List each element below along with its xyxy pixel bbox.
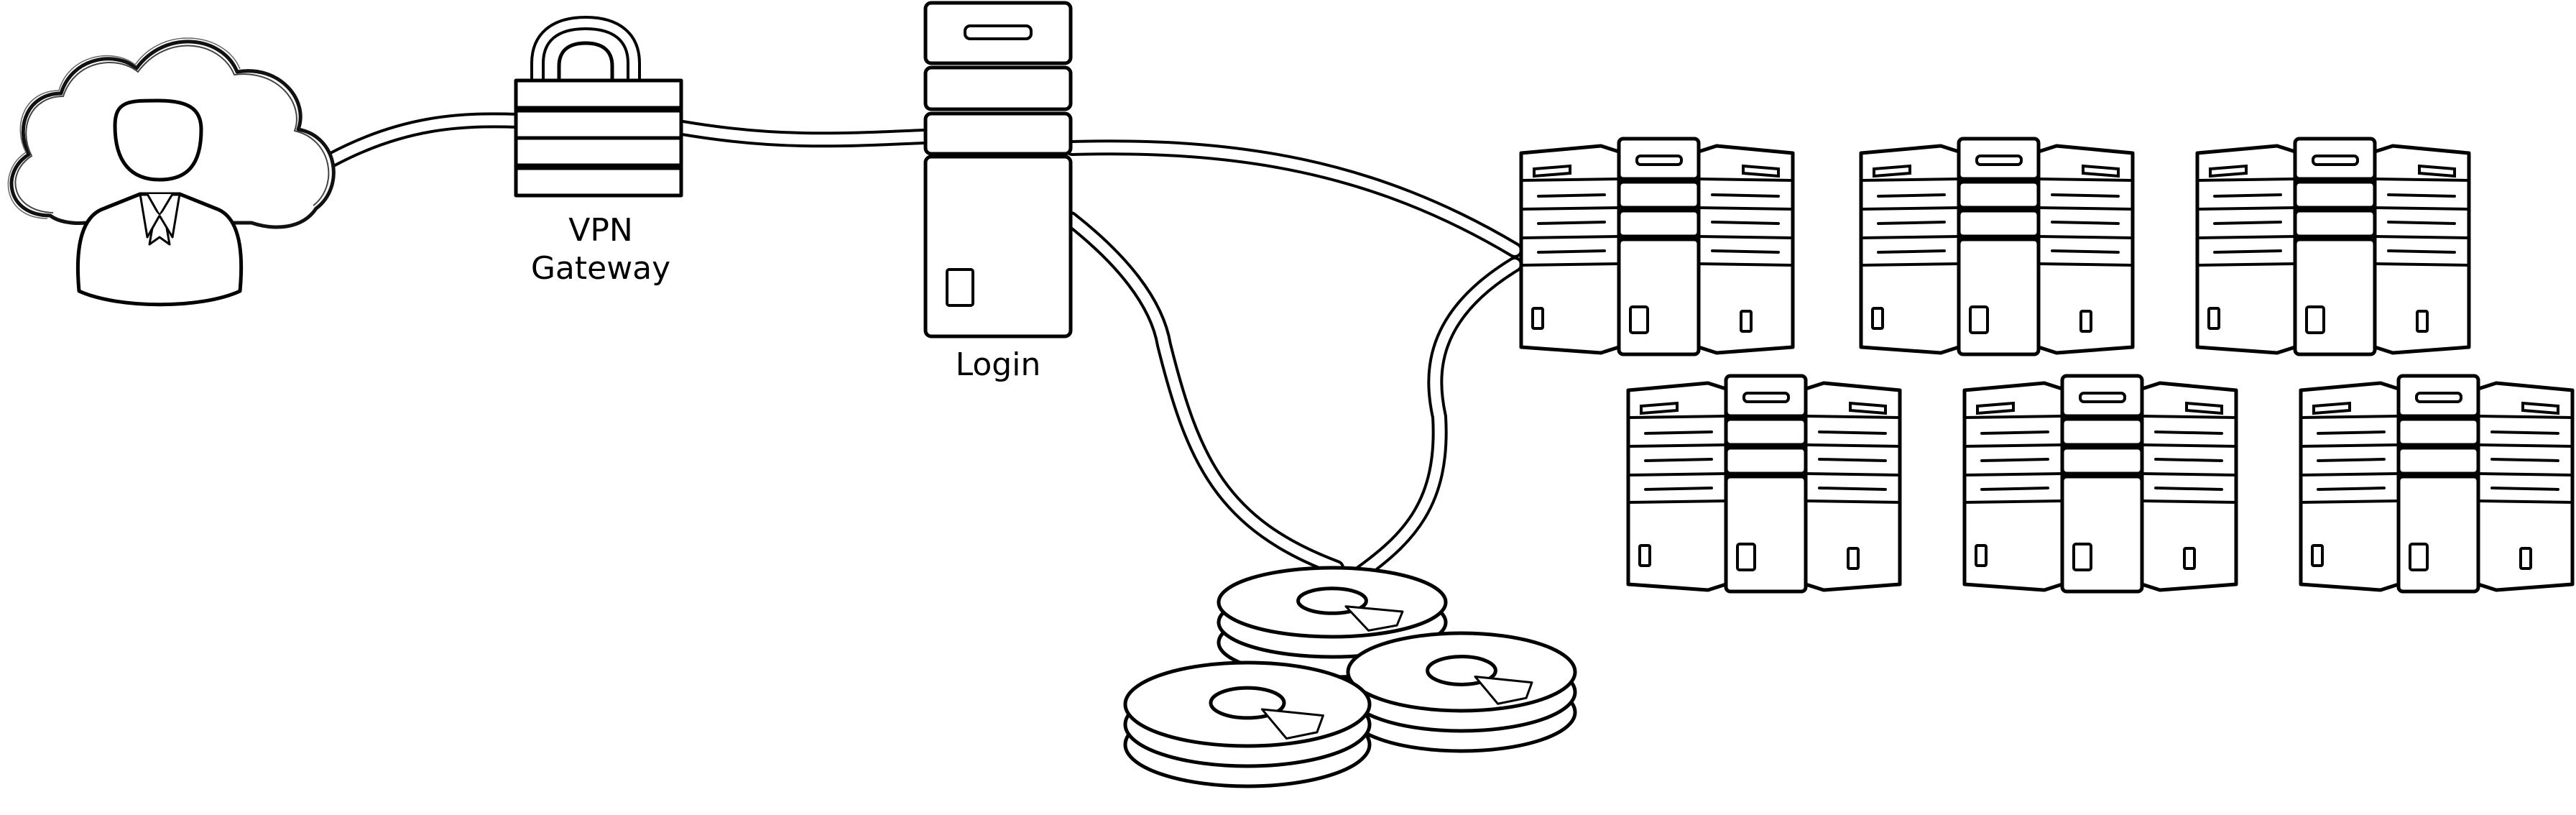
cable-vpn-to-login — [675, 120, 931, 148]
server-rack-icon — [1626, 374, 1902, 594]
cable-login-to-storage — [1063, 211, 1344, 576]
disk-stack-icon — [1123, 660, 1372, 788]
padlock-firewall-icon — [514, 15, 683, 198]
user-icon — [75, 98, 244, 307]
server-rack-icon — [1859, 137, 2135, 356]
vpn-gateway-node: VPN Gateway — [514, 15, 683, 287]
cable-cluster-to-storage — [1350, 257, 1523, 583]
cable-login-to-cluster — [1064, 139, 1523, 258]
disk-stack-icon — [1346, 631, 1577, 753]
server-tower-icon — [923, 1, 1073, 339]
storage-node — [1123, 566, 1577, 788]
cable-user-to-vpn — [324, 112, 527, 167]
vpn-gateway-label-line2: Gateway — [531, 250, 670, 287]
user-node — [7, 37, 336, 307]
login-node: Login — [923, 1, 1073, 383]
server-rack-icon — [1519, 137, 1795, 356]
server-rack-icon — [2195, 137, 2471, 356]
login-label: Login — [956, 346, 1041, 383]
server-rack-icon — [2299, 374, 2575, 594]
compute-cluster — [1519, 137, 2575, 594]
connections — [324, 112, 1523, 583]
vpn-gateway-label-line1: VPN — [568, 212, 633, 249]
server-rack-icon — [1962, 374, 2238, 594]
